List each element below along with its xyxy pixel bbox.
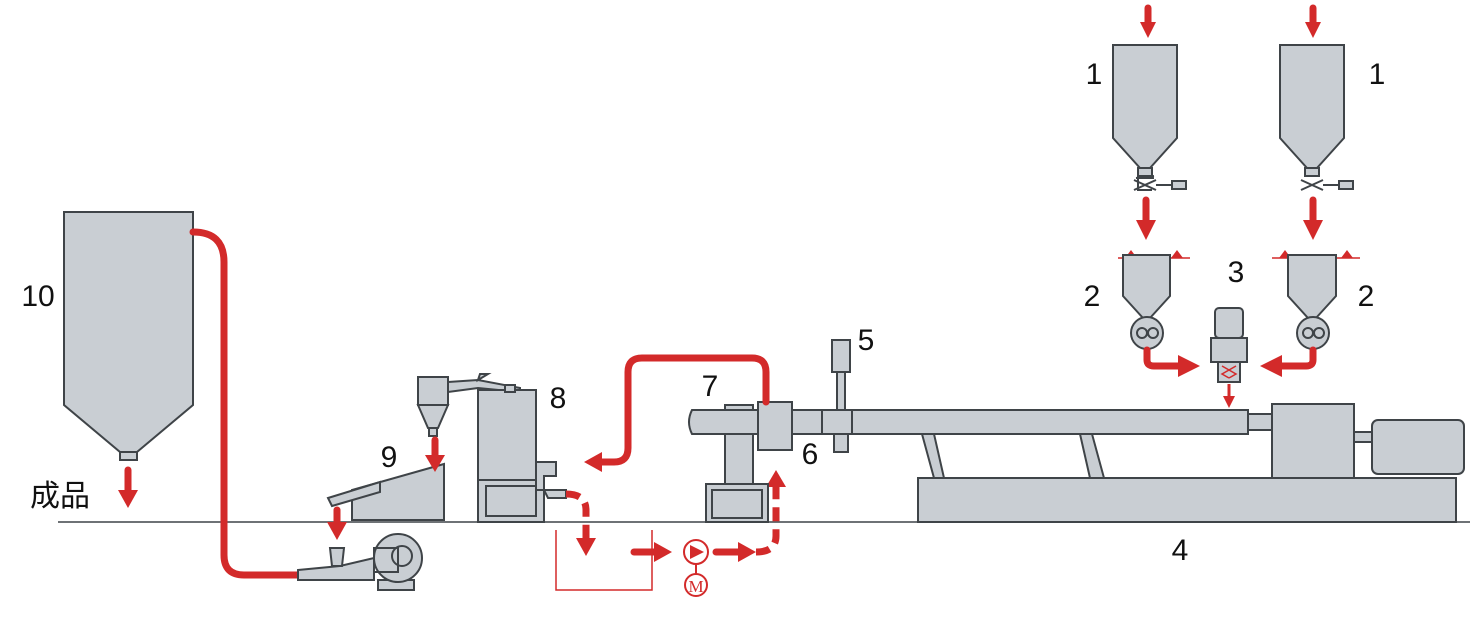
blower-icon [373,533,423,591]
motor-symbol-label: M [688,577,703,596]
label-feeder-right: 2 [1358,280,1375,313]
side-feeder [1210,307,1248,383]
hopper-left-to-feeder-arrow [1136,196,1156,240]
label-side-feeder: 3 [1228,256,1245,289]
vent-unit [831,339,851,453]
cooling-water-supply [755,486,780,556]
gravimetric-feeder-right [1272,250,1360,350]
label-product-silo: 10 [21,280,54,313]
motor-symbol-icon: M [684,564,708,597]
hopper-right-inlet-arrow [1305,4,1321,38]
water-tank [555,530,653,591]
product-silo [63,211,194,461]
label-finished-product: 成品 [30,479,90,514]
hopper-left [1112,44,1187,191]
side-feeder-output-arrow [1223,384,1235,408]
cooling-water-arrow [766,470,786,487]
water-return-arrow [576,538,596,556]
cyclone-output-arrow [425,436,445,472]
hopper-right [1279,44,1354,191]
pellet-slurry-pipe [596,354,770,466]
label-extruder-base: 4 [1172,534,1189,567]
label-feeder-left: 2 [1084,280,1101,313]
pneumatic-conveying-pipe [189,228,304,579]
feeder-right-to-side-feeder-arrow [1260,346,1317,377]
tank-to-pump-arrow [630,542,672,562]
gravimetric-feeder-left [1118,250,1190,350]
extruder-barrel [791,409,1273,435]
feeder-left-to-side-feeder-arrow [1143,346,1200,377]
pump-outlet-arrow [712,542,756,562]
label-dryer: 8 [550,382,567,415]
pump-symbol-icon [683,539,709,565]
centrifugal-dryer [477,384,567,523]
silo-output-arrow [118,466,138,508]
label-cutter: 7 [702,370,719,403]
screen-output-arrow [327,506,347,540]
drive-motor [1371,419,1465,475]
venturi-feeder [297,547,375,581]
label-die-head: 6 [802,438,819,471]
label-hopper-left: 1 [1086,58,1103,91]
pelletizer-cutter [688,404,769,523]
label-vibrating-screen: 9 [381,441,398,474]
slurry-arrow [584,452,602,472]
vibrating-screen [326,462,445,521]
hopper-right-to-feeder-arrow [1303,196,1323,240]
gearbox [1271,403,1373,479]
label-vent-unit: 5 [858,324,875,357]
dryer-water-return [565,490,590,540]
hopper-left-inlet-arrow [1140,4,1156,38]
label-hopper-right: 1 [1369,58,1386,91]
